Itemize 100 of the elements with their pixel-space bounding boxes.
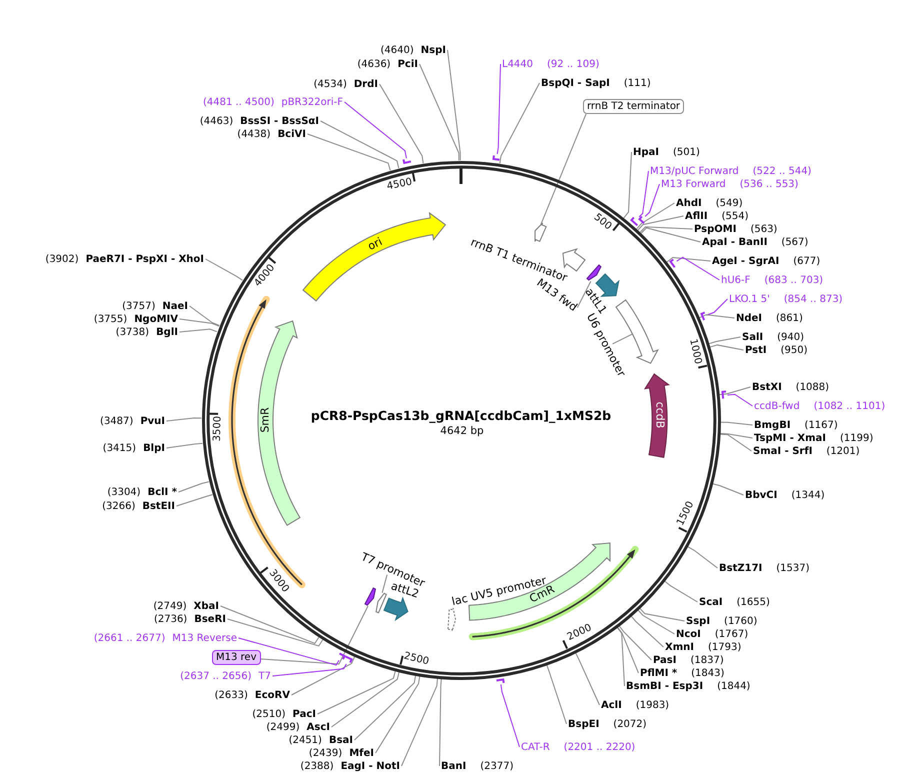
enzyme-site-label: PasI (1837) [653,654,724,666]
enzyme-site-label: BmgBI (1167) [754,418,838,432]
leader-line [401,678,438,766]
leader-line [500,684,520,748]
enzyme-site-label: PspOMI (563) [694,222,778,236]
leader-line [447,50,461,161]
primer-site-label: ccdB-fwd (1082 .. 1101) [754,400,886,412]
leader-line [379,84,424,164]
enzyme-site-label: (2749) XbaI [153,600,219,612]
leader-line [166,418,202,422]
leader-line [166,442,204,448]
leader-line [637,216,684,231]
leader-line [576,280,592,308]
scale-label: 500 [592,212,614,232]
leader-line [726,394,753,406]
leader-line [189,306,220,326]
leader-line [712,483,744,496]
leader-line [698,314,735,318]
leader-line [540,114,587,226]
enzyme-site-label: (4636) PciI [357,58,418,70]
enzyme-site-label: BsmBI - Esp3I (1844) [626,680,750,692]
leader-line [382,574,388,594]
primer-site-label: L4440 (92 .. 109) [502,58,600,70]
feature-label: ccdB [653,402,666,428]
enzyme-site-label: HpaI (501) [633,146,700,158]
leader-line [179,328,218,332]
leader-line [317,670,396,714]
leader-line [676,256,720,280]
leader-line [644,184,660,217]
primer-site-label: M13/pUC Forward (522 .. 544) [650,164,812,178]
enzyme-site-label: (2499) AscI [266,720,330,734]
leader-line [640,227,701,242]
leader-line [320,120,400,169]
leader-line [710,344,744,350]
enzyme-site-label: (2736) BseRI [154,612,226,626]
leader-line [708,336,741,344]
enzyme-site-label: (3266) BstEII [102,500,175,512]
primer-site-label: (4481 .. 4500) pBR322ori-F [202,96,343,108]
enzyme-site-label: NcoI (1767) [676,628,748,640]
enzyme-site-label: BanI (2377) [441,760,514,772]
leader-line [612,333,634,344]
primer-site-label: LKO.1 5' (854 .. 873) [729,292,843,306]
scale-label: 3500 [212,415,224,442]
feature-callout: rrnB T2 terminator [583,99,684,114]
enzyme-site-label: BspEI (2072) [568,718,647,730]
enzyme-site-label: AgeI - SgrAI (677) [712,254,820,268]
enzyme-site-label: TspMI - XmaI (1199) [754,432,874,444]
enzyme-site-label: (3757) NaeI [122,300,188,312]
enzyme-site-label: (3738) BglI [116,326,178,338]
enzyme-site-label: (4463) BssSI - BssSαI [200,114,319,128]
primer-site-label: CAT-R (2201 .. 2220) [521,740,636,754]
enzyme-site-label: (2439) MfeI [308,746,374,760]
enzyme-site-label: BstZ17I (1537) [719,562,810,574]
enzyme-site-label: AclI (1983) [601,698,670,712]
enzyme-site-label: SmaI - SrfI (1201) [753,444,860,458]
leader-line [664,580,698,602]
enzyme-site-label: (2388) EagI - NotI [300,760,400,772]
enzyme-site-label: PstI (950) [745,344,808,356]
leader-line [575,652,600,706]
leader-line [546,664,567,724]
leader-line [706,298,728,316]
leader-line [720,434,752,452]
leader-line [238,638,340,666]
leader-line [439,678,442,766]
leader-line [496,64,501,155]
leader-line [179,318,220,327]
leader-line [291,656,356,696]
leader-line [176,494,213,506]
scale-label: 1500 [674,500,696,528]
enzyme-site-label: SspI (1760) [686,614,758,628]
leader-line [419,64,460,161]
leader-line [630,616,664,648]
leader-line [637,609,675,634]
feature-label: SmR [258,407,272,433]
enzyme-site-label: BspQI - SapI (111) [541,76,651,90]
enzyme-site-label: (2451) BsaI [288,734,353,746]
enzyme-site-label: BstXI (1088) [752,380,830,394]
leader-line [687,546,718,568]
leader-line [640,226,693,233]
enzyme-site-label: PflMI * (1843) [640,666,724,680]
enzyme-site-label: ApaI - BanII (567) [702,236,808,248]
leader-line [616,626,639,674]
leader-line [307,134,391,171]
leader-line [260,606,368,665]
feature-callout: M13 rev [212,650,260,665]
primer-site-label: (2637 .. 2656) T7 [180,670,271,682]
primer-site-label: (2661 .. 2677) M13 Reverse [94,632,237,644]
leader-line [272,663,347,676]
enzyme-site-label: (3304) BclI * [107,486,177,498]
leader-line [720,433,753,438]
plasmid-size: 4642 bp [440,425,484,437]
leader-line [499,82,540,164]
leader-line [636,202,675,230]
leader-line [618,625,652,660]
leader-line [720,422,753,426]
enzyme-site-label: (3415) BlpI [102,442,165,454]
enzyme-site-label: (2633) EcoRV [214,688,290,702]
leader-line [178,481,210,492]
leader-line [205,258,243,281]
leader-line [623,152,632,218]
